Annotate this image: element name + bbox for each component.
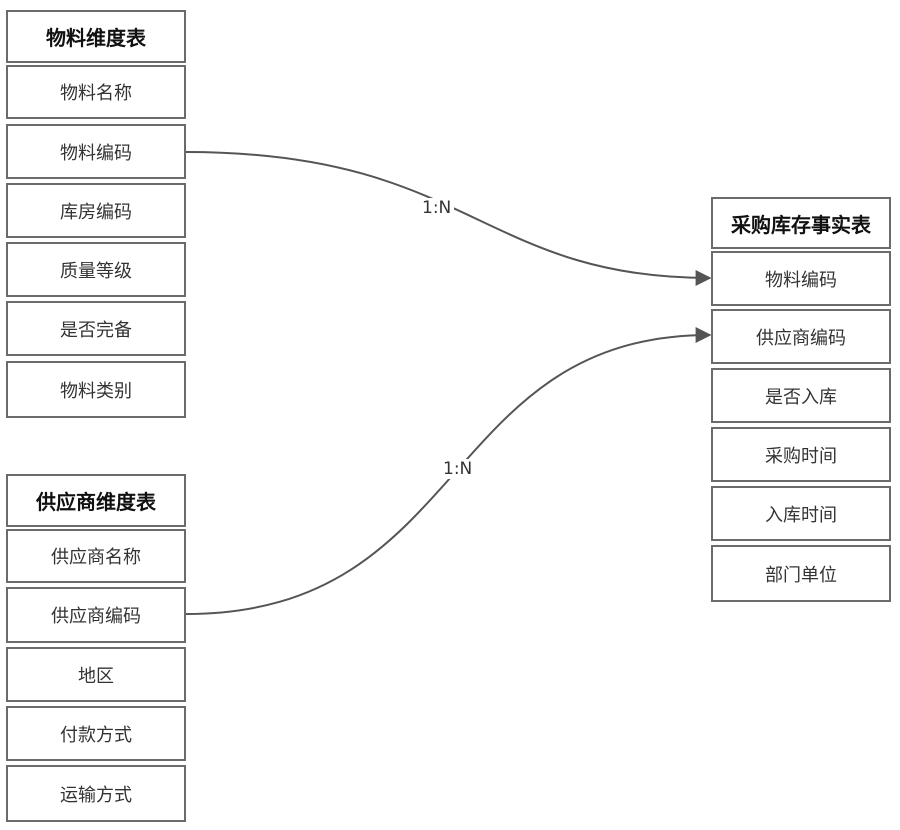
table-title: 供应商维度表 bbox=[6, 474, 186, 527]
table-title: 物料维度表 bbox=[6, 10, 186, 63]
table-field: 质量等级 bbox=[6, 242, 186, 297]
relationship-label-supplier: 1:N bbox=[440, 459, 476, 479]
table-field: 地区 bbox=[6, 647, 186, 702]
purchase-inventory-fact-table: 采购库存事实表 物料编码 供应商编码 是否入库 采购时间 入库时间 部门单位 bbox=[711, 197, 891, 602]
table-field: 供应商编码 bbox=[711, 309, 891, 364]
table-field: 物料类别 bbox=[6, 361, 186, 418]
table-title: 采购库存事实表 bbox=[711, 197, 891, 249]
table-field: 物料编码 bbox=[6, 124, 186, 179]
table-field: 物料编码 bbox=[711, 251, 891, 306]
table-field: 采购时间 bbox=[711, 427, 891, 482]
material-dimension-table: 物料维度表 物料名称 物料编码 库房编码 质量等级 是否完备 物料类别 bbox=[6, 10, 186, 418]
supplier-dimension-table: 供应商维度表 供应商名称 供应商编码 地区 付款方式 运输方式 bbox=[6, 474, 186, 822]
table-field: 供应商名称 bbox=[6, 529, 186, 583]
table-field: 入库时间 bbox=[711, 486, 891, 541]
table-field: 运输方式 bbox=[6, 765, 186, 822]
table-field: 是否完备 bbox=[6, 301, 186, 356]
table-field: 部门单位 bbox=[711, 545, 891, 602]
table-field: 付款方式 bbox=[6, 706, 186, 761]
table-field: 物料名称 bbox=[6, 65, 186, 119]
relationship-label-material: 1:N bbox=[419, 198, 455, 218]
relationship-line-material bbox=[185, 151, 712, 286]
table-field: 是否入库 bbox=[711, 368, 891, 423]
table-field: 供应商编码 bbox=[6, 587, 186, 643]
table-field: 库房编码 bbox=[6, 183, 186, 238]
